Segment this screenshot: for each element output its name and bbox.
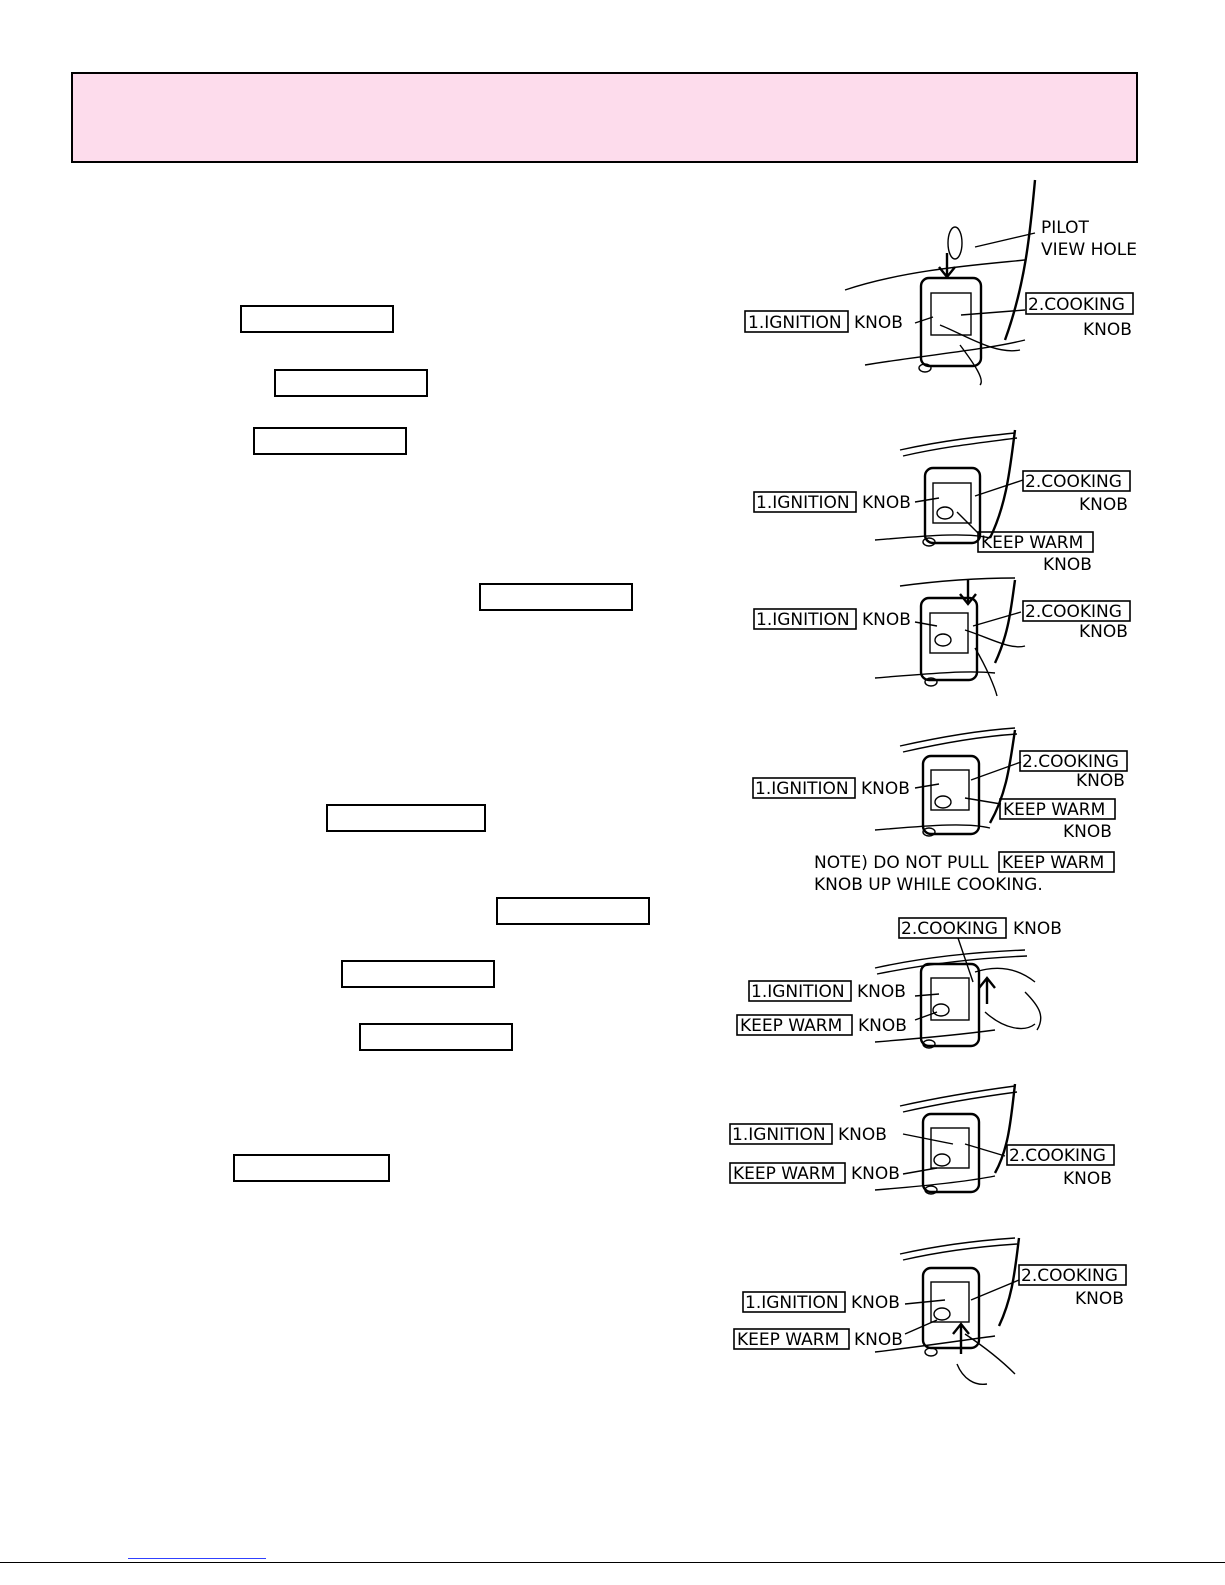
knob-label: KNOB xyxy=(1079,622,1128,642)
knob-label: KNOB xyxy=(851,1164,900,1184)
knob-label: KNOB xyxy=(854,313,903,333)
keep-warm-label: KEEP WARM xyxy=(1003,800,1105,820)
note-line-2: KNOB UP WHILE COOKING. xyxy=(814,875,1043,895)
figure-cooking-press: 1.IGNITION KNOB 2.COOKING KNOB xyxy=(725,577,1145,703)
knob-label: KNOB xyxy=(862,610,911,630)
knob-label: KNOB xyxy=(1083,320,1132,340)
ignition-label: 1.IGNITION xyxy=(732,1125,826,1145)
ignition-label: 1.IGNITION xyxy=(748,313,842,333)
footer-rule xyxy=(0,1562,1225,1563)
cooking-label: 2.COOKING xyxy=(1028,295,1125,315)
cooking-label: 2.COOKING xyxy=(1025,472,1122,492)
knob-label: KNOB xyxy=(858,1016,907,1036)
knob-label: KNOB xyxy=(1063,822,1112,842)
figure-cooking-state: 1.IGNITION KNOB 2.COOKING KNOB KEEP WARM… xyxy=(725,718,1145,898)
knob-label: KNOB xyxy=(861,779,910,799)
knob-label: KNOB xyxy=(1013,919,1062,939)
knob-label: KNOB xyxy=(838,1125,887,1145)
header-banner xyxy=(71,72,1138,163)
footer-link-underline[interactable] xyxy=(128,1558,266,1559)
knob-label: KNOB xyxy=(1063,1169,1112,1189)
blank-field-2[interactable] xyxy=(274,369,428,397)
keep-warm-label: KEEP WARM xyxy=(737,1330,839,1350)
keep-warm-label: KEEP WARM xyxy=(1002,853,1104,873)
knob-label: KNOB xyxy=(862,493,911,513)
knob-label: KNOB xyxy=(1075,1289,1124,1309)
knob-label: KNOB xyxy=(857,982,906,1002)
blank-field-6[interactable] xyxy=(496,897,650,925)
knob-label: KNOB xyxy=(1079,495,1128,515)
cooking-label: 2.COOKING xyxy=(1009,1146,1106,1166)
ignition-label: 1.IGNITION xyxy=(751,982,845,1002)
keep-warm-label: KEEP WARM xyxy=(740,1016,842,1036)
blank-field-7[interactable] xyxy=(341,960,495,988)
knob-label: KNOB xyxy=(1043,555,1092,575)
figure-ignition-press: PILOT VIEW HOLE 1.IGNITION KNOB 2.COOKIN… xyxy=(725,175,1145,390)
blank-field-1[interactable] xyxy=(240,305,394,333)
ignition-label: 1.IGNITION xyxy=(756,610,850,630)
cooking-label: 2.COOKING xyxy=(1021,1266,1118,1286)
ignition-label: 1.IGNITION xyxy=(756,493,850,513)
blank-field-4[interactable] xyxy=(479,583,633,611)
knob-label: KNOB xyxy=(1076,771,1125,791)
note-line-1: NOTE) DO NOT PULL xyxy=(814,853,989,873)
keep-warm-label: KEEP WARM xyxy=(733,1164,835,1184)
cooking-label: 2.COOKING xyxy=(1025,602,1122,622)
ignition-label: 1.IGNITION xyxy=(745,1293,839,1313)
blank-field-9[interactable] xyxy=(233,1154,390,1182)
figure-keep-warm-reset: 1.IGNITION KNOB KEEP WARM KNOB 2.COOKING… xyxy=(725,1234,1145,1394)
blank-field-8[interactable] xyxy=(359,1023,513,1051)
knob-label: KNOB xyxy=(854,1330,903,1350)
knob-label: KNOB xyxy=(851,1293,900,1313)
ignition-label: 1.IGNITION xyxy=(755,779,849,799)
figure-keep-warm-down: 1.IGNITION KNOB 2.COOKING KNOB KEEP WARM… xyxy=(725,428,1145,578)
figure-keep-warm-up: 1.IGNITION KNOB KEEP WARM KNOB 2.COOKING… xyxy=(725,1078,1145,1203)
keep-warm-label: KEEP WARM xyxy=(981,533,1083,553)
pilot-label: PILOT xyxy=(1041,218,1090,238)
view-hole-label: VIEW HOLE xyxy=(1041,240,1137,260)
figure-keep-warm-pull: 2.COOKING KNOB 1.IGNITION KNOB KEEP WARM… xyxy=(725,912,1145,1052)
blank-field-5[interactable] xyxy=(326,804,486,832)
cooking-label: 2.COOKING xyxy=(901,919,998,939)
cooking-label: 2.COOKING xyxy=(1022,752,1119,772)
blank-field-3[interactable] xyxy=(253,427,407,455)
